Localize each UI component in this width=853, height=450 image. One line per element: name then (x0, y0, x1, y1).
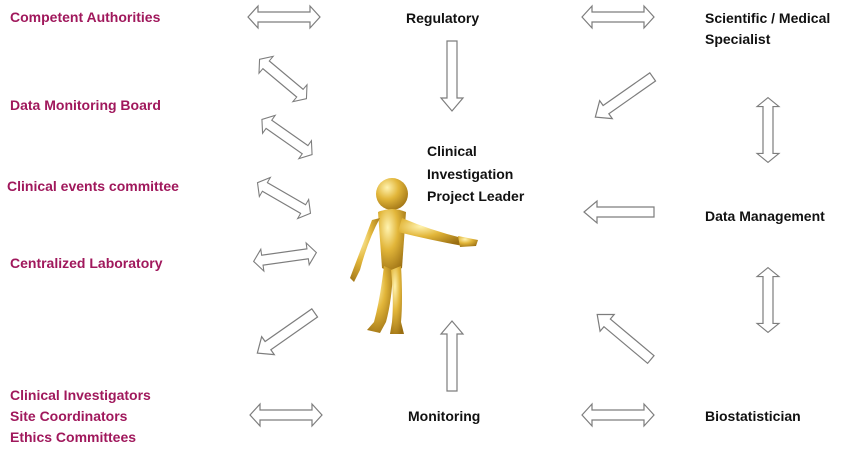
double-arrow-icon (581, 403, 655, 427)
arrow-up-icon (440, 320, 464, 392)
double-arrow-vertical-icon (756, 96, 780, 163)
site-coordinators-label: Site Coordinators (10, 408, 128, 424)
project-leader-line2: Investigation (427, 166, 514, 182)
double-arrow-icon (249, 403, 323, 427)
double-arrow-icon (251, 172, 317, 224)
centralized-laboratory-label: Centralized Laboratory (10, 255, 163, 271)
arrow-icon (588, 67, 660, 127)
clinical-events-committee-label: Clinical events committee (7, 178, 179, 194)
data-monitoring-board-label: Data Monitoring Board (10, 97, 161, 113)
biostatistician-label: Biostatistician (705, 408, 801, 424)
double-arrow-icon (251, 241, 319, 273)
regulatory-label: Regulatory (406, 10, 480, 26)
scientific-medical-label: Scientific / Medical (705, 10, 831, 26)
arrow-icon (589, 305, 659, 369)
project-leader-line1: Clinical (427, 143, 477, 159)
data-management-label: Data Management (705, 208, 825, 224)
pointing-person-figure-icon (350, 178, 478, 334)
double-arrow-vertical-icon (756, 267, 780, 333)
arrow-left-icon (583, 200, 655, 224)
project-leader-line3: Project Leader (427, 188, 525, 204)
double-arrow-icon (251, 50, 315, 108)
arrow-down-icon (440, 40, 464, 112)
double-arrow-icon (255, 109, 319, 165)
arrow-icon (250, 303, 322, 363)
double-arrow-icon (581, 5, 655, 29)
ethics-committees-label: Ethics Committees (10, 429, 137, 445)
competent-authorities-label: Competent Authorities (10, 9, 161, 25)
monitoring-label: Monitoring (408, 408, 481, 424)
clinical-investigators-label: Clinical Investigators (10, 387, 151, 403)
specialist-label: Specialist (705, 31, 771, 47)
double-arrow-icon (247, 5, 321, 29)
